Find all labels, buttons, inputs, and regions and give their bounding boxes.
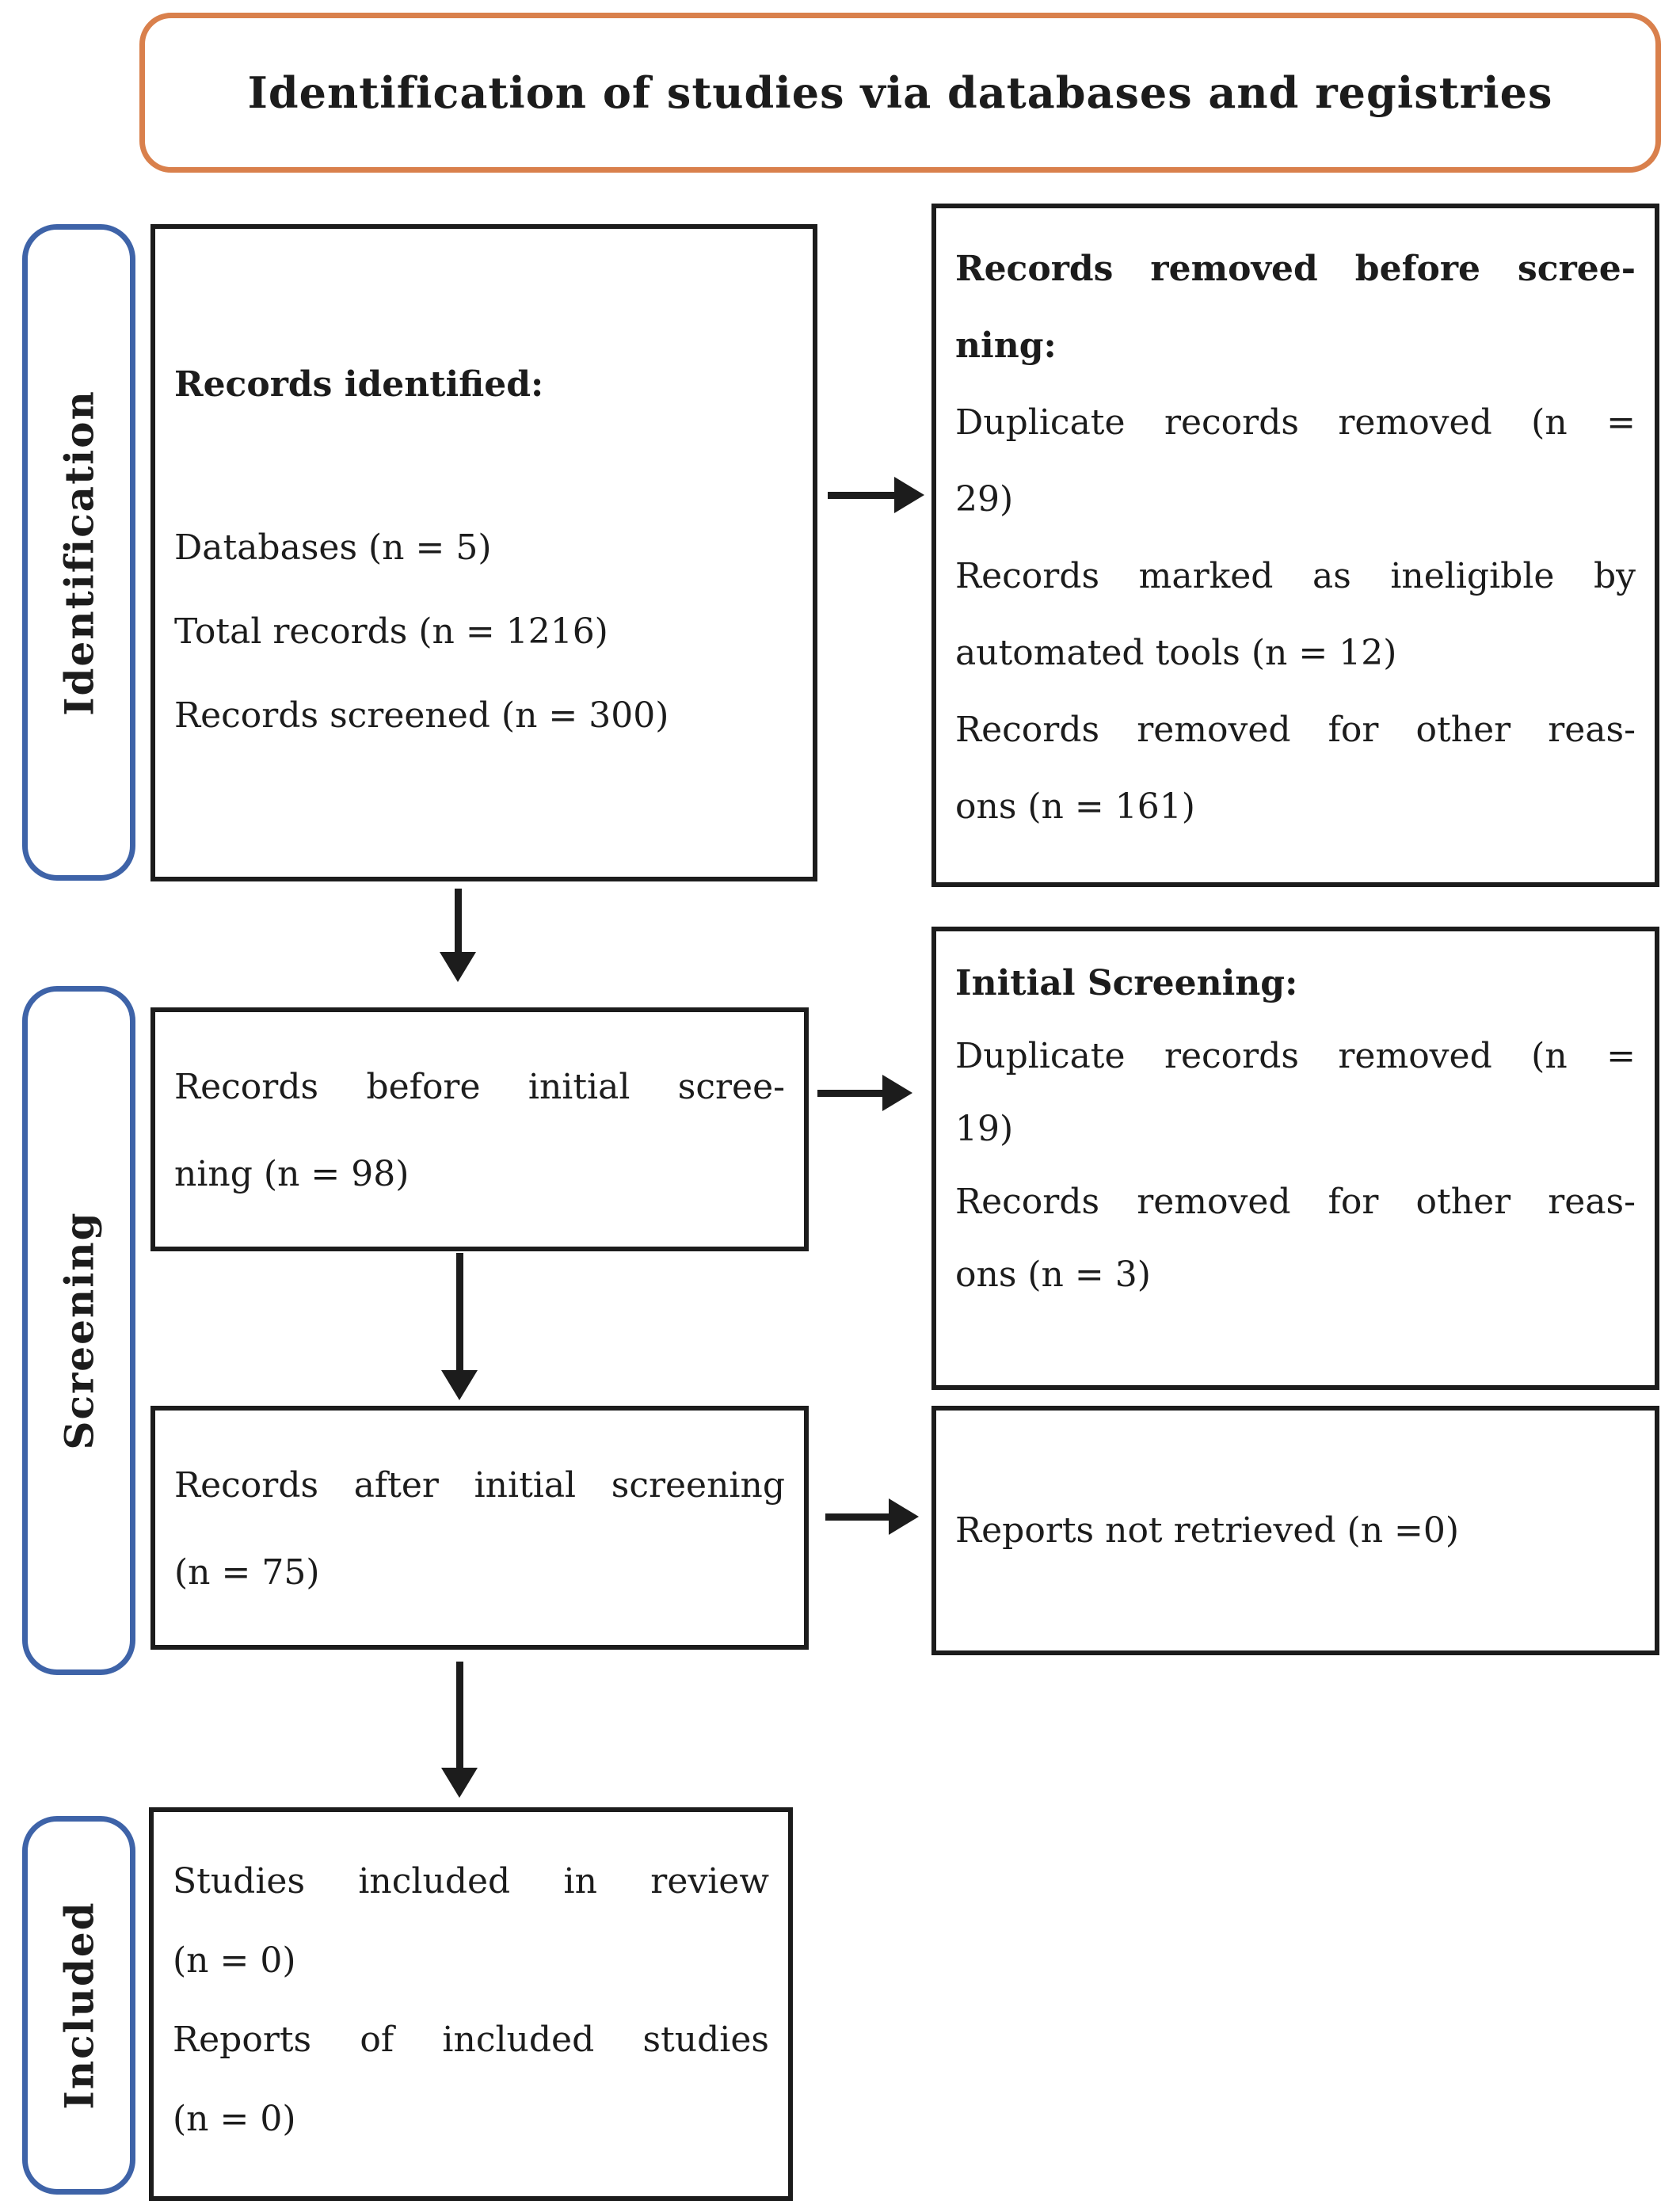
stage-pill-identification: Identification [22, 224, 135, 881]
title-box: Identification of studies via databases … [139, 13, 1661, 173]
box-before-initial-screening: Records before initial scree- ning (n = … [150, 1007, 809, 1251]
records-identified-databases: Databases (n = 5) [174, 527, 492, 568]
arrow-identified-to-removed-icon [828, 477, 924, 513]
records-identified-total: Total records (n = 1216) [174, 611, 608, 652]
stage-pill-screening: Screening [22, 986, 135, 1675]
included-line-4: (n = 0) [173, 2099, 296, 2139]
before-screening-line-1: Records before initial scree- [174, 1067, 785, 1107]
arrow-shaft [817, 1089, 882, 1097]
included-line-1: Studies included in review [173, 1861, 769, 1902]
stage-label-included: Included [55, 1901, 102, 2110]
arrow-head [441, 1768, 478, 1798]
arrow-head [440, 952, 476, 982]
removed-heading-line-1: Records removed before scree- [955, 249, 1636, 289]
stage-pill-included: Included [22, 1816, 135, 2195]
stage-label-identification: Identification [55, 389, 102, 716]
removed-line-other-2: ons (n = 161) [955, 786, 1195, 827]
removed-heading-line-2: ning: [955, 326, 1057, 366]
stage-label-screening: Screening [55, 1211, 102, 1450]
removed-line-duplicates-1: Duplicate records removed (n = [955, 402, 1636, 443]
initial-screening-duplicates-2: 19) [955, 1109, 1014, 1149]
blank-line [174, 427, 794, 506]
arrow-head [882, 1075, 912, 1111]
removed-line-other-1: Records removed for other reas- [955, 710, 1636, 750]
initial-screening-heading: Initial Screening: [955, 963, 1298, 1003]
arrow-identified-to-before-screening-icon [440, 889, 476, 982]
arrow-before-to-after-screening-icon [441, 1253, 478, 1400]
removed-line-ineligible-2: automated tools (n = 12) [955, 633, 1397, 673]
initial-screening-other-1: Records removed for other reas- [955, 1182, 1636, 1222]
included-line-2: (n = 0) [173, 1940, 296, 1981]
arrow-after-screening-to-included-icon [441, 1662, 478, 1798]
box-records-identified-heading: Records identified: [174, 364, 544, 405]
arrow-shaft [455, 1253, 463, 1370]
arrow-shaft [455, 1662, 463, 1768]
arrow-head [894, 477, 924, 513]
removed-line-ineligible-1: Records marked as ineligible by [955, 556, 1636, 596]
after-screening-line-1: Records after initial screening [174, 1465, 785, 1506]
arrow-head [889, 1498, 919, 1535]
box-included-studies: Studies included in review (n = 0) Repor… [149, 1807, 793, 2201]
records-identified-screened: Records screened (n = 300) [174, 695, 669, 736]
arrow-before-screening-to-initial-screening-icon [817, 1075, 912, 1111]
arrow-shaft [454, 889, 462, 952]
box-records-removed-before-screening: Records removed before scree- ning: Dupl… [931, 204, 1659, 887]
arrow-head [441, 1370, 478, 1400]
arrow-shaft [825, 1513, 889, 1521]
box-reports-not-retrieved: Reports not retrieved (n =0) [931, 1406, 1659, 1655]
after-screening-line-2: (n = 75) [174, 1552, 320, 1593]
included-line-3: Reports of included studies [173, 2020, 769, 2060]
reports-not-retrieved-line: Reports not retrieved (n =0) [955, 1510, 1460, 1551]
initial-screening-duplicates-1: Duplicate records removed (n = [955, 1036, 1636, 1076]
removed-line-duplicates-2: 29) [955, 479, 1014, 520]
box-after-initial-screening: Records after initial screening (n = 75) [150, 1406, 809, 1650]
box-records-identified: Records identified: Databases (n = 5) To… [150, 224, 817, 881]
arrow-shaft [828, 491, 894, 499]
initial-screening-other-2: ons (n = 3) [955, 1254, 1151, 1295]
arrow-after-screening-to-not-retrieved-icon [825, 1498, 919, 1535]
before-screening-line-2: ning (n = 98) [174, 1154, 410, 1194]
box-initial-screening: Initial Screening: Duplicate records rem… [931, 927, 1659, 1390]
diagram-title: Identification of studies via databases … [247, 67, 1553, 118]
